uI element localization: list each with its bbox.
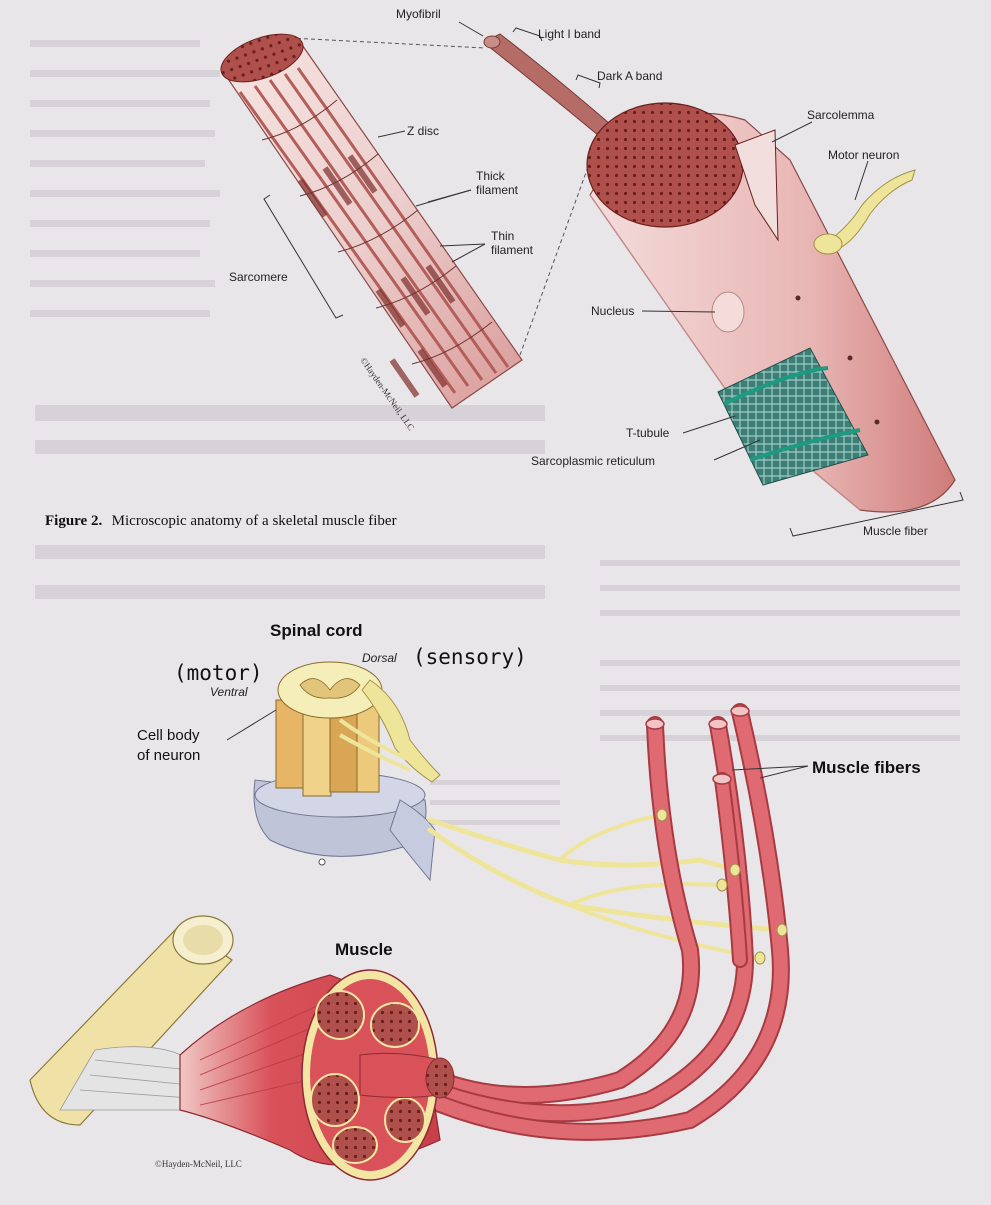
thin-filament-label-line1: Thin [491,229,514,243]
muscle-fibers-label: Muscle fibers [812,758,921,777]
nucleus-label: Nucleus [591,304,634,318]
sarcomere-label: Sarcomere [229,270,288,284]
figure-2-caption: Figure 2. Microscopic anatomy of a skele… [45,512,397,529]
muscle-illustration [179,969,455,1181]
myofibril-label: Myofibril [396,7,441,21]
muscle-fiber-illustration [586,102,956,513]
cell-body-label-line2: of neuron [137,747,200,764]
figure-3: Spinal cord Dorsal (sensory) (motor) Ven… [29,621,921,1181]
dark-a-band-label: Dark A band [597,69,662,83]
spinal-cord-label: Spinal cord [270,621,363,640]
handwritten-sensory-note: (sensory) [413,645,527,669]
thick-filament-label-line1: Thick [476,169,506,183]
bone-tendon-illustration [29,915,234,1126]
figure-3-credit: ©Hayden-McNeil, LLC [155,1159,242,1169]
figure-2: Myofibril Light I band Dark A band Z dis… [45,7,964,538]
t-tubule-label: T-tubule [626,426,670,440]
neuromuscular-junctions [656,808,788,965]
muscle-label: Muscle [335,940,393,959]
figure-2-leader-lines [263,21,964,537]
light-i-band-label: Light I band [538,27,601,41]
ventral-label: Ventral [210,685,248,699]
muscle-fibers-illustration [431,703,790,1141]
motor-neuron-label: Motor neuron [828,148,899,162]
spinal-cord-illustration [253,661,441,882]
muscle-fiber-label: Muscle fiber [863,524,928,538]
thin-filament-label-line2: filament [491,243,534,257]
thick-filament-label-line2: filament [476,183,519,197]
handwritten-motor-note: (motor) [174,661,263,685]
figure-2-caption-label: Figure 2. [45,513,102,529]
figure-3-leader-lines [226,709,809,779]
z-disc-label: Z disc [407,124,439,138]
sarcoplasmic-reticulum-label: Sarcoplasmic reticulum [531,454,655,468]
background-page-text [30,40,960,825]
myofibril-cylinder-illustration [220,33,523,409]
dorsal-label: Dorsal [362,651,397,665]
sarcolemma-label: Sarcolemma [807,108,875,122]
figure-2-caption-text: Microscopic anatomy of a skeletal muscle… [112,513,397,529]
cell-body-label-line1: Cell body [137,727,200,744]
